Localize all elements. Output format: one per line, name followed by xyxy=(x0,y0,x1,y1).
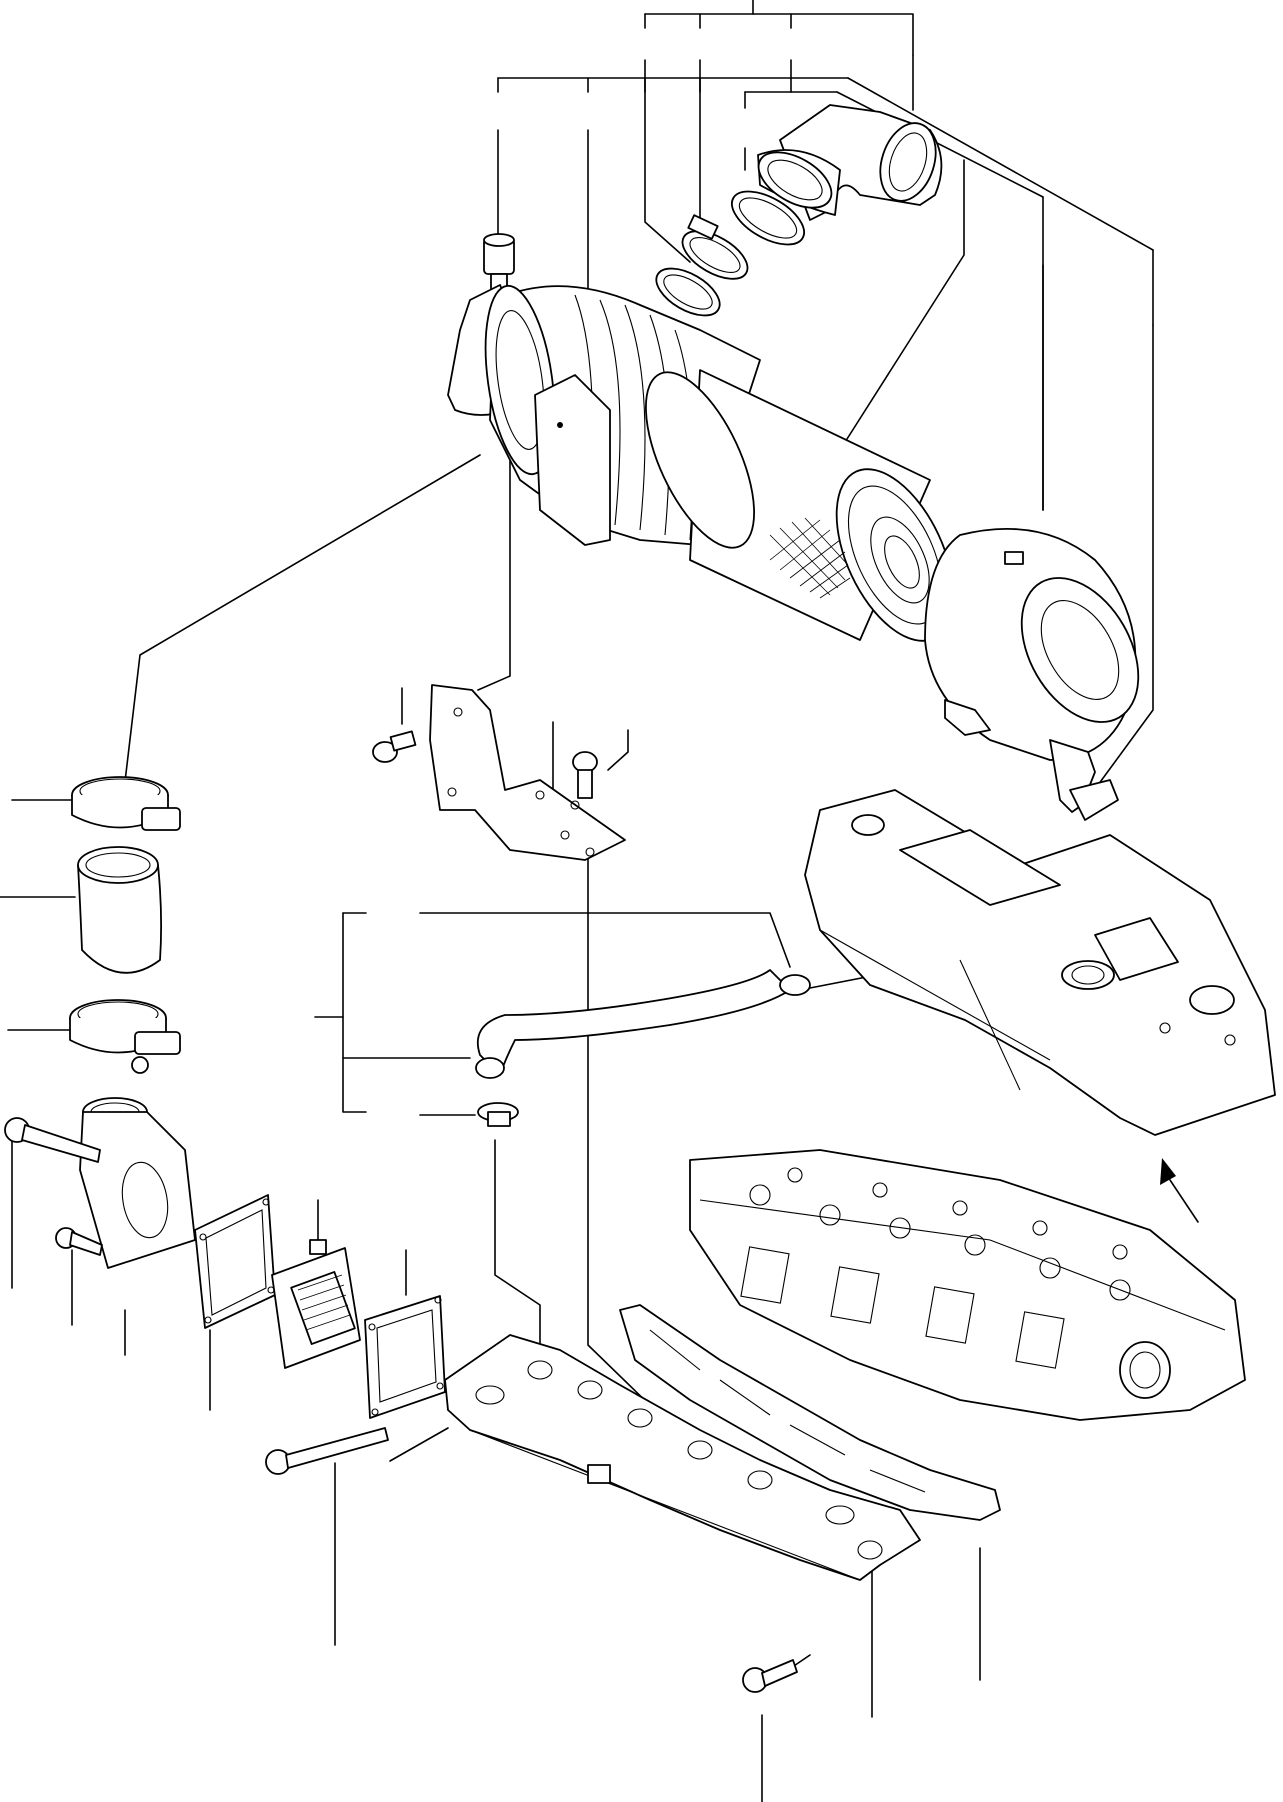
intake-hose-assembly xyxy=(4,776,196,1269)
breather-hose xyxy=(475,969,811,1127)
mounting-bracket xyxy=(429,684,626,861)
manifold-bolts xyxy=(265,1427,798,1693)
manifold-gasket xyxy=(619,1304,1001,1521)
bracket-bolts xyxy=(372,730,598,799)
arrow-head-icon xyxy=(1160,1158,1176,1185)
hose-clamps xyxy=(655,190,805,317)
intake-heater xyxy=(271,1239,361,1369)
cylinder-head xyxy=(689,1149,1246,1421)
intake-elbow xyxy=(757,104,943,221)
intake-manifold xyxy=(444,1334,921,1581)
connector-gaskets xyxy=(194,1194,446,1419)
rocker-cover xyxy=(804,789,1276,1136)
dust-cup xyxy=(924,527,1140,821)
